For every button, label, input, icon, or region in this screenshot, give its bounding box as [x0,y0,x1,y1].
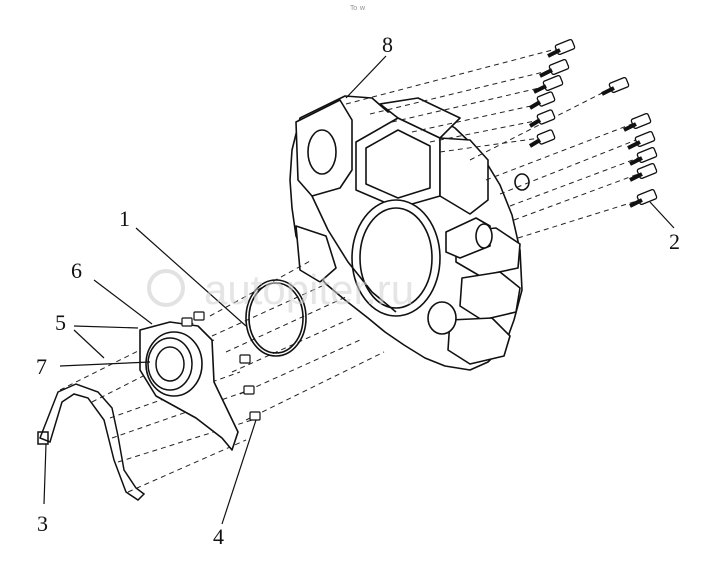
callout-5: 5 [55,310,66,335]
crankshaft-seal [147,337,193,391]
cover-screws [181,311,261,421]
bolt [629,146,658,166]
rear-seal-cover [139,321,239,451]
leader-7 [59,361,151,367]
callout-6: 6 [71,258,82,283]
watermark-logo-icon [147,269,185,307]
bolt [629,188,658,208]
cover-gasket-plate [37,383,146,501]
bolt [627,130,656,150]
bolt [528,109,556,128]
callout-8: 8 [382,32,393,57]
bolt [539,58,570,78]
leader-6 [93,279,153,325]
flywheel-housing [289,95,530,371]
bolts-group [528,38,658,208]
leader-8 [345,55,387,99]
bolt [601,76,630,96]
callout-leaders [43,55,675,525]
leader-2 [649,201,675,229]
callout-2: 2 [669,229,680,254]
callout-4: 4 [213,524,224,549]
leader-5a [73,325,139,329]
o-ring-gasket [245,279,307,357]
callout-1: 1 [119,206,130,231]
top-mark: To w [349,4,366,12]
leader-4 [221,419,257,525]
watermark: autopiter.ru [147,266,414,313]
watermark-text: autopiter.ru [204,266,414,313]
bolt [533,74,564,94]
callout-labels: 8 2 1 6 5 7 3 4 [36,32,680,549]
leader-3 [43,443,47,505]
leader-5b [73,329,105,359]
bolt [629,162,658,182]
bolt [547,38,576,58]
callout-3: 3 [37,511,48,536]
bolt [528,129,556,148]
leader-1 [135,227,247,327]
bolt [623,112,652,132]
bolt [528,91,556,110]
callout-7: 7 [36,354,47,379]
